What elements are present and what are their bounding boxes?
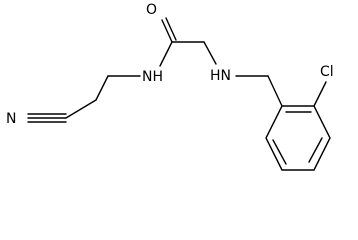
bond-c1-c2 bbox=[65, 99, 97, 119]
oxygen-label: O bbox=[146, 2, 157, 18]
bond-co-1 bbox=[161, 19, 173, 43]
molecule-canvas: N NH O HN Cl bbox=[6, 2, 334, 171]
nitrile-n-label: N bbox=[6, 111, 16, 127]
bond-ch2-ring bbox=[267, 75, 283, 107]
amine-hn-label: HN bbox=[210, 68, 231, 84]
chlorine-label: Cl bbox=[320, 64, 334, 80]
benzene-ring bbox=[265, 105, 331, 171]
ring-double-2 bbox=[308, 137, 323, 163]
bond-co-2 bbox=[165, 17, 177, 41]
bond-ring-cl bbox=[313, 81, 327, 107]
bond-n-carbonyl bbox=[159, 41, 173, 67]
amide-nh-label: NH bbox=[142, 69, 163, 85]
bond-c2-c3 bbox=[95, 75, 109, 101]
bond-ch2-hn bbox=[203, 41, 217, 65]
ring-double-3 bbox=[272, 139, 287, 165]
structure-diagram: N NH O HN Cl bbox=[6, 2, 334, 171]
